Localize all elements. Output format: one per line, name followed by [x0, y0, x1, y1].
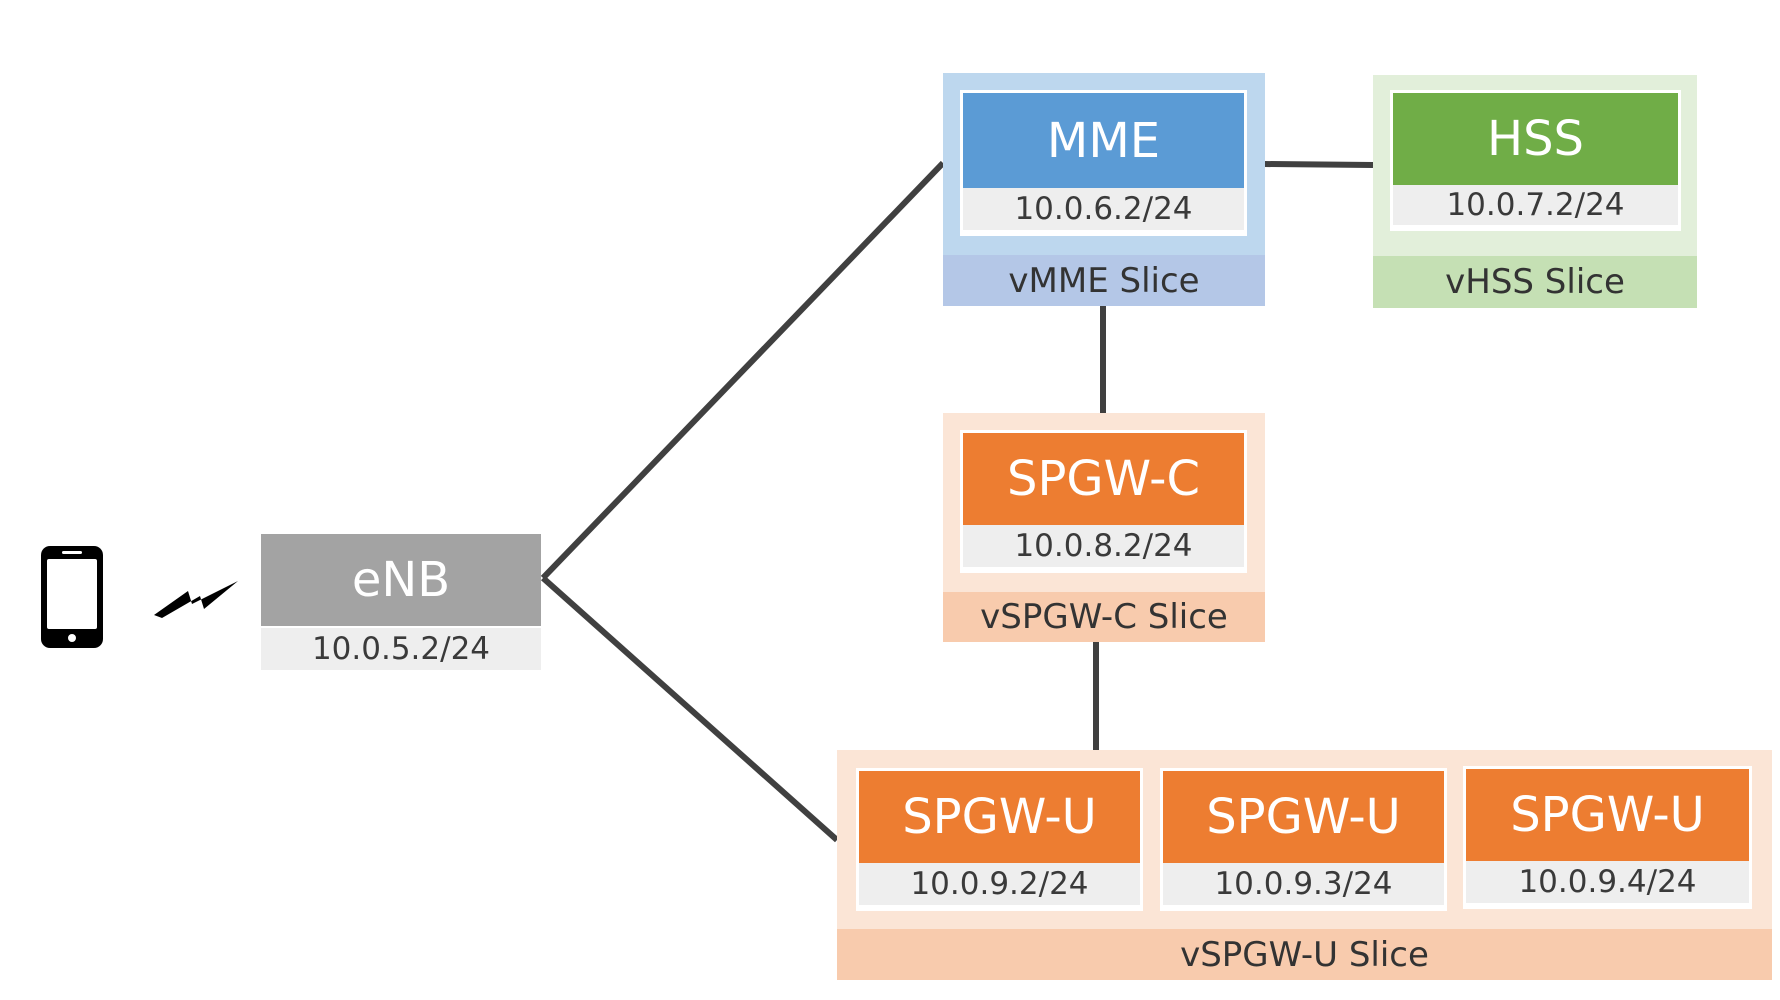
spgwu-ip: 10.0.9.2/24: [859, 863, 1140, 905]
lightning-bolt-icon: [154, 581, 238, 618]
spgwc-ip: 10.0.8.2/24: [963, 525, 1244, 567]
hss-title: HSS: [1393, 93, 1678, 185]
link-mme-hss: [1263, 161, 1374, 168]
vspgwu-slice-label: vSPGW-U Slice: [837, 929, 1772, 980]
link-enb-spgwu: [541, 575, 839, 843]
vspgwc-slice: SPGW-C 10.0.8.2/24 vSPGW-C Slice: [943, 413, 1265, 642]
enb-node: eNB 10.0.5.2/24: [261, 534, 541, 670]
spgwu-node: SPGW-U 10.0.9.3/24: [1160, 768, 1447, 911]
vhss-slice: HSS 10.0.7.2/24 vHSS Slice: [1373, 75, 1697, 308]
vspgwc-slice-label: vSPGW-C Slice: [943, 592, 1265, 642]
hss-ip: 10.0.7.2/24: [1393, 185, 1678, 225]
spgwu-ip: 10.0.9.3/24: [1163, 863, 1444, 905]
vmme-slice-label: vMME Slice: [943, 255, 1265, 306]
vspgwu-slice: SPGW-U 10.0.9.2/24 SPGW-U 10.0.9.3/24 SP…: [837, 750, 1772, 980]
hss-node: HSS 10.0.7.2/24: [1390, 90, 1681, 231]
vmme-slice: MME 10.0.6.2/24 vMME Slice: [943, 73, 1265, 306]
link-enb-mme: [540, 160, 946, 581]
spgwu-title: SPGW-U: [1163, 771, 1444, 863]
enb-title: eNB: [261, 534, 541, 626]
spgwu-title: SPGW-U: [859, 771, 1140, 863]
mme-title: MME: [963, 93, 1244, 188]
mme-node: MME 10.0.6.2/24: [960, 90, 1247, 236]
mme-ip: 10.0.6.2/24: [963, 188, 1244, 230]
spgwc-node: SPGW-C 10.0.8.2/24: [960, 430, 1247, 573]
smartphone-icon: [41, 546, 103, 648]
spgwu-title: SPGW-U: [1466, 769, 1749, 861]
enb-ip: 10.0.5.2/24: [261, 628, 541, 670]
spgwu-ip: 10.0.9.4/24: [1466, 861, 1749, 903]
spgwc-title: SPGW-C: [963, 433, 1244, 525]
spgwu-node: SPGW-U 10.0.9.2/24: [856, 768, 1143, 911]
vhss-slice-label: vHSS Slice: [1373, 256, 1697, 308]
spgwu-node: SPGW-U 10.0.9.4/24: [1463, 766, 1752, 909]
